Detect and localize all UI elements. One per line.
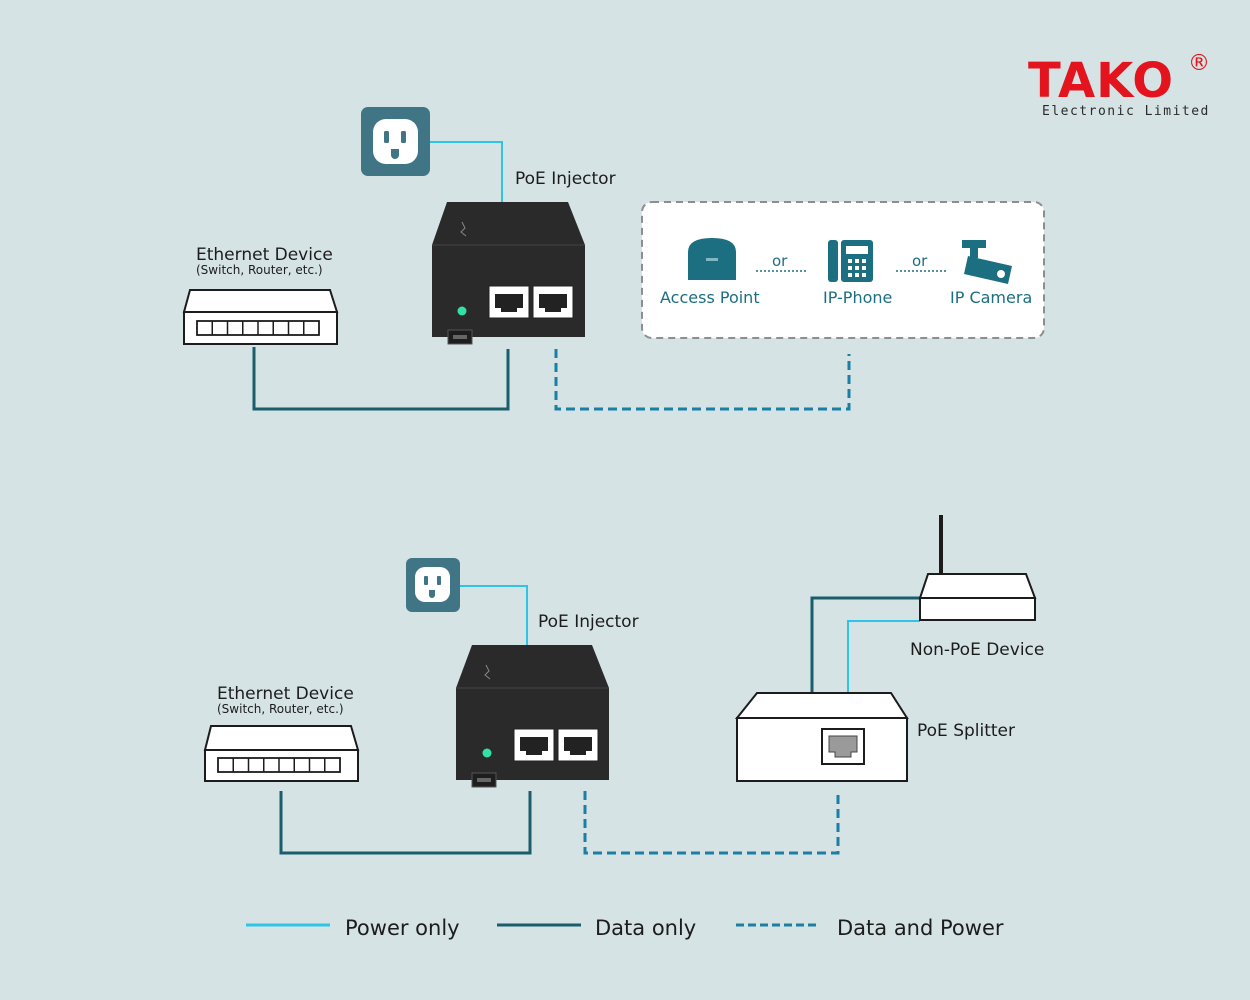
legend: Power only Data only Data and Power	[246, 916, 1004, 940]
ip-phone-label: IP-Phone	[823, 288, 892, 307]
or-label-2: or	[912, 252, 928, 270]
injector-label: PoE Injector	[515, 169, 616, 189]
data-line	[810, 596, 920, 692]
outlet-icon	[406, 558, 460, 612]
poe-injector-icon	[432, 202, 585, 345]
logo-brand: TAKO	[1028, 53, 1174, 109]
legend-power-only: Power only	[345, 916, 460, 940]
data-power-line	[554, 349, 851, 411]
poe-splitter-icon	[734, 692, 909, 782]
data-line	[279, 791, 532, 855]
outlet-icon	[361, 107, 430, 176]
brand-logo: TAKO ® Electronic Limited	[1028, 51, 1210, 119]
switch-icon	[203, 725, 360, 782]
logo-subtitle: Electronic Limited	[1042, 104, 1210, 119]
injector-label: PoE Injector	[538, 612, 639, 632]
data-power-line	[583, 791, 840, 855]
bottom-diagram: PoE Injector Ethernet Device (Switch, Ro…	[203, 515, 1044, 855]
power-line	[847, 620, 920, 692]
ethernet-device-name: Ethernet Device	[196, 245, 333, 265]
non-poe-device-label: Non-PoE Device	[910, 640, 1044, 660]
ip-camera-icon	[962, 240, 1012, 284]
ethernet-device-sub: (Switch, Router, etc.)	[217, 702, 344, 716]
power-line	[460, 585, 528, 645]
ip-phone-icon	[828, 240, 873, 282]
access-point-label: Access Point	[660, 288, 760, 307]
legend-data-only: Data only	[595, 916, 696, 940]
or-label-1: or	[772, 252, 788, 270]
logo-registered: ®	[1188, 51, 1210, 76]
poe-injector-icon	[456, 645, 609, 788]
ip-camera-label: IP Camera	[950, 288, 1032, 307]
top-diagram: PoE Injector Ethernet Device (Switch, Ro…	[182, 107, 1045, 411]
poe-splitter-label: PoE Splitter	[917, 721, 1015, 741]
power-line	[430, 141, 503, 202]
ethernet-device-name: Ethernet Device	[217, 684, 354, 704]
switch-icon	[182, 289, 339, 345]
ethernet-device-sub: (Switch, Router, etc.)	[196, 263, 323, 277]
legend-data-and-power: Data and Power	[837, 916, 1004, 940]
router-icon	[918, 515, 1037, 621]
access-point-icon	[688, 238, 736, 280]
data-line	[252, 347, 510, 411]
